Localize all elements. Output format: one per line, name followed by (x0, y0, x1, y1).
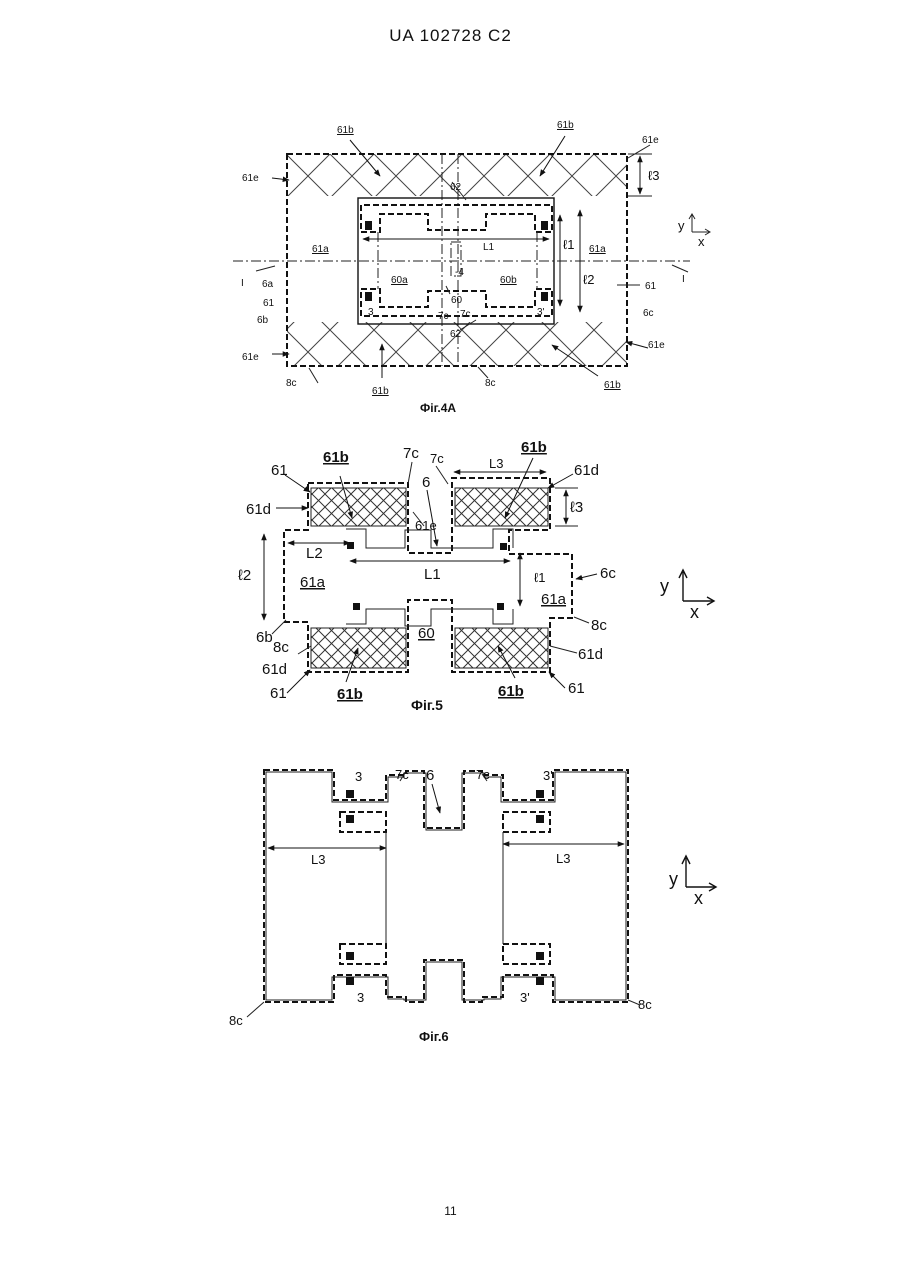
label-8c: 8c (591, 617, 607, 634)
label-8c: 8c (638, 997, 652, 1012)
axis-y-label: y (660, 576, 669, 596)
figure-caption-5: Фіг.5 (411, 697, 443, 713)
label-I: I (241, 278, 244, 289)
label-7c: 7c (460, 309, 471, 320)
label-6b: 6b (257, 315, 269, 326)
label-l1: ℓ1 (563, 237, 574, 252)
label-L3: L3 (556, 851, 570, 866)
label-3-prime: 3' (537, 307, 545, 318)
label-61a: 61a (312, 244, 329, 255)
label-3-prime: 3' (520, 990, 530, 1005)
label-61: 61 (263, 298, 275, 309)
figure-4a: 61b 61b 61e ℓ3 61e 62 y x L1 ℓ1 ℓ2 61a 6… (233, 120, 710, 415)
figure-caption-4a: Фіг.4А (420, 401, 456, 415)
label-L3: L3 (489, 456, 503, 471)
label-61b: 61b (521, 439, 547, 456)
region-61b-tl (311, 488, 406, 526)
label-62: 62 (450, 182, 462, 193)
label-6c: 6c (600, 565, 616, 582)
label-61b: 61b (323, 449, 349, 466)
label-61b: 61b (557, 120, 574, 131)
label-6b: 6b (256, 629, 273, 646)
label-61b: 61b (498, 683, 524, 700)
label-3: 3 (355, 769, 362, 784)
label-61a: 61a (300, 574, 326, 591)
axis-y-label: y (669, 869, 678, 889)
label-7c: 7c (403, 445, 419, 462)
label-61e: 61e (242, 173, 259, 184)
label-7c: 7c (430, 451, 444, 466)
label-61e: 61e (648, 340, 665, 351)
axis-x-label: x (690, 602, 699, 622)
label-l1: ℓ1 (534, 570, 545, 585)
label-8c: 8c (485, 378, 496, 389)
label-6c: 6c (643, 308, 654, 319)
label-61a: 61a (541, 591, 567, 608)
label-3: 3 (368, 307, 374, 318)
label-L1: L1 (483, 242, 495, 253)
label-l2: ℓ2 (583, 272, 594, 287)
pad-3-bottom (365, 292, 372, 301)
label-62: 62 (450, 329, 462, 340)
label-60b: 60b (500, 275, 517, 286)
label-61b: 61b (604, 380, 621, 391)
label-61: 61 (645, 281, 657, 292)
figure-6: 3 7c 6 7c 3' L3 L3 y x 3 3' 8c 8c Фіг.6 (229, 767, 716, 1044)
label-60: 60 (451, 295, 463, 306)
label-L2: L2 (306, 545, 323, 562)
label-61d: 61d (578, 646, 603, 663)
label-61b: 61b (372, 386, 389, 397)
label-7c: 7c (476, 767, 490, 782)
label-l3: ℓ3 (648, 168, 659, 183)
page-number: 11 (0, 1204, 901, 1218)
pad-3-top (365, 221, 372, 230)
label-l2: ℓ2 (238, 567, 251, 584)
axis-x-label: x (698, 234, 705, 249)
label-7c: 7c (438, 311, 449, 322)
label-8c: 8c (286, 378, 297, 389)
label-L1: L1 (424, 566, 441, 583)
label-61e: 61e (642, 135, 659, 146)
label-60: 60 (418, 625, 435, 642)
label-61b: 61b (337, 686, 363, 703)
label-61a: 61a (589, 244, 606, 255)
label-61d: 61d (574, 462, 599, 479)
label-61: 61 (271, 462, 288, 479)
label-I: I (682, 274, 685, 285)
label-3-prime: 3' (543, 768, 553, 783)
figure-caption-6: Фіг.6 (419, 1029, 449, 1044)
label-L3: L3 (311, 852, 325, 867)
label-8c: 8c (229, 1013, 243, 1028)
label-4: -4 (455, 267, 464, 278)
label-61: 61 (270, 685, 287, 702)
label-l3: ℓ3 (570, 499, 583, 516)
outer-boundary (264, 770, 628, 1002)
label-61: 61 (568, 680, 585, 697)
label-8c: 8c (273, 639, 289, 656)
label-3: 3 (357, 990, 364, 1005)
label-7c: 7c (395, 767, 409, 782)
label-6a: 6a (262, 279, 274, 290)
axis-x-label: x (694, 888, 703, 908)
label-60a: 60a (391, 275, 408, 286)
label-61e: 61e (415, 518, 437, 533)
label-61d: 61d (246, 501, 271, 518)
label-6: 6 (426, 767, 434, 784)
label-61b: 61b (337, 125, 354, 136)
label-61d: 61d (262, 661, 287, 678)
axis-y-label: y (678, 218, 685, 233)
label-61e: 61e (242, 352, 259, 363)
label-6: 6 (422, 474, 430, 491)
figure-5: 61 61b 7c 7c 61b L3 61d 6 61d ℓ3 61e L2 … (238, 439, 714, 713)
